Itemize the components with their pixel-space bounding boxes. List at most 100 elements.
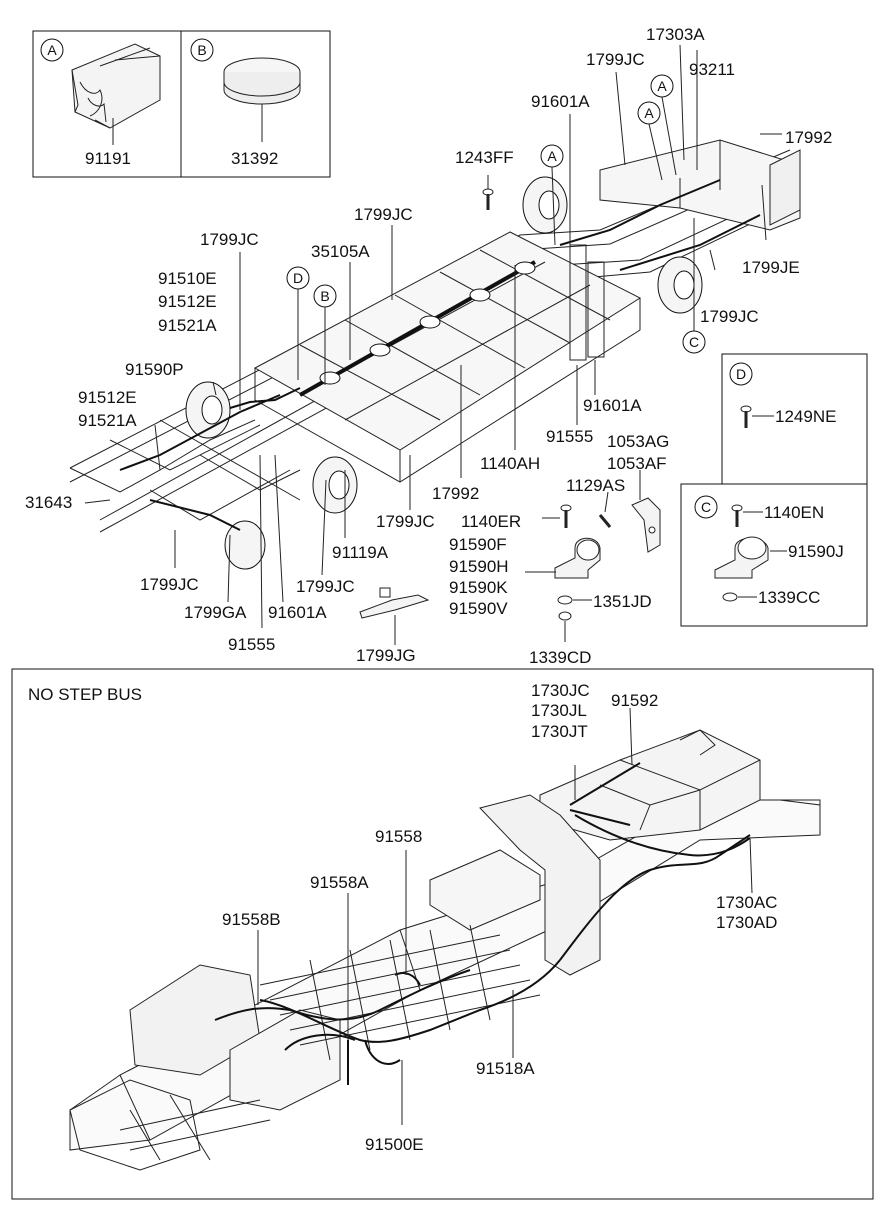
label-1799JG: 1799JG bbox=[356, 646, 416, 665]
label-91518A: 91518A bbox=[476, 1059, 535, 1078]
label-35105A: 35105A bbox=[311, 242, 370, 261]
bolt-1140ER bbox=[560, 504, 572, 528]
label-91512E-b: 91512E bbox=[78, 388, 137, 407]
upper-chassis-drawing: A A A D B C bbox=[69, 44, 801, 645]
fuel-line-segments bbox=[319, 261, 536, 385]
hardware-parts bbox=[359, 188, 661, 642]
callout-c-circle bbox=[694, 495, 718, 519]
label-1730JC: 1730JC bbox=[531, 681, 590, 700]
washer-1351JD bbox=[557, 595, 573, 605]
label-91601A-top: 91601A bbox=[531, 92, 590, 111]
label-1053AF: 1053AF bbox=[607, 454, 667, 473]
chassis-callout-a-3-letter: A bbox=[657, 78, 667, 94]
part-label-1249NE: 1249NE bbox=[775, 407, 836, 426]
inset-c: C 1140EN 91590J 1339CC bbox=[680, 483, 868, 627]
no-step-bus-title: NO STEP BUS bbox=[28, 685, 142, 704]
label-1140ER: 1140ER bbox=[461, 512, 521, 531]
no-step-bus-brake-lines bbox=[214, 762, 751, 1085]
inset-d: D 1249NE bbox=[721, 353, 868, 485]
label-91521A-a: 91521A bbox=[158, 316, 217, 335]
screw-1129AS bbox=[598, 514, 612, 528]
nut-1339CD bbox=[558, 611, 572, 621]
label-17303A: 17303A bbox=[646, 25, 705, 44]
bracket-1053AG bbox=[631, 497, 661, 553]
clamp-91590F bbox=[554, 537, 601, 579]
label-91558A: 91558A bbox=[310, 873, 369, 892]
label-91555-a: 91555 bbox=[546, 427, 593, 446]
label-91590H: 91590H bbox=[449, 557, 509, 576]
callout-c-letter: C bbox=[701, 499, 711, 515]
part-label-1339CC: 1339CC bbox=[758, 588, 820, 607]
inset-b: B 31392 bbox=[190, 38, 301, 168]
label-1799JC-e: 1799JC bbox=[296, 577, 355, 596]
part-label-91590J: 91590J bbox=[788, 542, 844, 561]
label-1799JC-d: 1799JC bbox=[376, 512, 435, 531]
wheel-rear-right bbox=[657, 256, 703, 314]
no-step-bus-leaders bbox=[257, 707, 753, 1125]
label-91590K: 91590K bbox=[449, 578, 508, 597]
label-1799JC-top: 1799JC bbox=[586, 50, 645, 69]
bolt-1243FF bbox=[482, 188, 494, 210]
label-1730JL: 1730JL bbox=[531, 701, 587, 720]
weatherstrip-clip-drawing bbox=[71, 43, 161, 129]
label-91558: 91558 bbox=[375, 827, 422, 846]
label-17992-right: 17992 bbox=[785, 128, 832, 147]
chassis-callout-b-letter: B bbox=[320, 288, 329, 304]
label-91601A-low: 91601A bbox=[268, 603, 327, 622]
label-1351JD: 1351JD bbox=[593, 592, 652, 611]
chassis-callout-a-1-letter: A bbox=[547, 148, 557, 164]
inset-a: A 91191 bbox=[40, 38, 161, 168]
label-1243FF: 1243FF bbox=[455, 148, 514, 167]
label-91590V: 91590V bbox=[449, 599, 508, 618]
part-label-1140EN: 1140EN bbox=[764, 503, 824, 522]
no-step-bus-panel: NO STEP BUS bbox=[11, 668, 874, 1200]
label-31643: 31643 bbox=[25, 493, 72, 512]
label-91510E: 91510E bbox=[158, 269, 217, 288]
bolt-drawing-d bbox=[740, 405, 752, 428]
chassis-callout-a-2-letter: A bbox=[644, 105, 654, 121]
callout-b-circle bbox=[190, 38, 214, 62]
label-1730AD: 1730AD bbox=[716, 913, 777, 932]
callout-b-letter: B bbox=[197, 42, 206, 58]
label-1799JE: 1799JE bbox=[742, 258, 800, 277]
no-step-bus-chassis bbox=[69, 729, 821, 1171]
clamp-drawing-c bbox=[714, 536, 769, 579]
wheel-rear-left bbox=[522, 176, 568, 234]
callout-d-circle bbox=[729, 362, 753, 386]
chassis-callout-c-letter: C bbox=[689, 334, 699, 350]
upper-labels: 17303A 1799JC 93211 91601A 17992 1243FF … bbox=[25, 25, 832, 667]
label-1339CD: 1339CD bbox=[529, 648, 591, 667]
label-1053AG: 1053AG bbox=[607, 432, 669, 451]
label-1730AC: 1730AC bbox=[716, 893, 777, 912]
label-91590P: 91590P bbox=[125, 360, 184, 379]
label-1140AH: 1140AH bbox=[480, 454, 540, 473]
label-91601A-mid: 91601A bbox=[583, 396, 642, 415]
label-1799JC-a: 1799JC bbox=[354, 205, 413, 224]
wheel-front-right bbox=[312, 456, 358, 514]
callout-a-letter: A bbox=[47, 42, 57, 58]
label-1129AS: 1129AS bbox=[566, 476, 625, 495]
callout-a-circle bbox=[40, 38, 64, 62]
part-label-31392: 31392 bbox=[231, 149, 278, 168]
label-1799JC-f: 1799JC bbox=[140, 575, 199, 594]
label-91521A-b: 91521A bbox=[78, 411, 137, 430]
label-91555-b: 91555 bbox=[228, 635, 275, 654]
label-91592: 91592 bbox=[611, 691, 658, 710]
label-1799JC-b: 1799JC bbox=[200, 230, 259, 249]
chassis-callout-d-letter: D bbox=[293, 270, 303, 286]
nut-drawing-c bbox=[722, 592, 738, 602]
label-1730JT: 1730JT bbox=[531, 722, 588, 741]
inset-ab-box bbox=[32, 30, 331, 178]
label-17992-mid: 17992 bbox=[432, 484, 479, 503]
label-1799GA: 1799GA bbox=[184, 603, 247, 622]
label-91558B: 91558B bbox=[222, 910, 281, 929]
wheel-front-lower bbox=[224, 520, 266, 570]
label-91119A: 91119A bbox=[332, 543, 389, 562]
part-label-91191: 91191 bbox=[85, 149, 131, 168]
label-91512E-a: 91512E bbox=[158, 292, 217, 311]
label-93211: 93211 bbox=[689, 60, 735, 79]
callout-d-letter: D bbox=[736, 366, 746, 382]
plug-cap-drawing bbox=[223, 57, 301, 105]
label-91500E: 91500E bbox=[365, 1135, 424, 1154]
